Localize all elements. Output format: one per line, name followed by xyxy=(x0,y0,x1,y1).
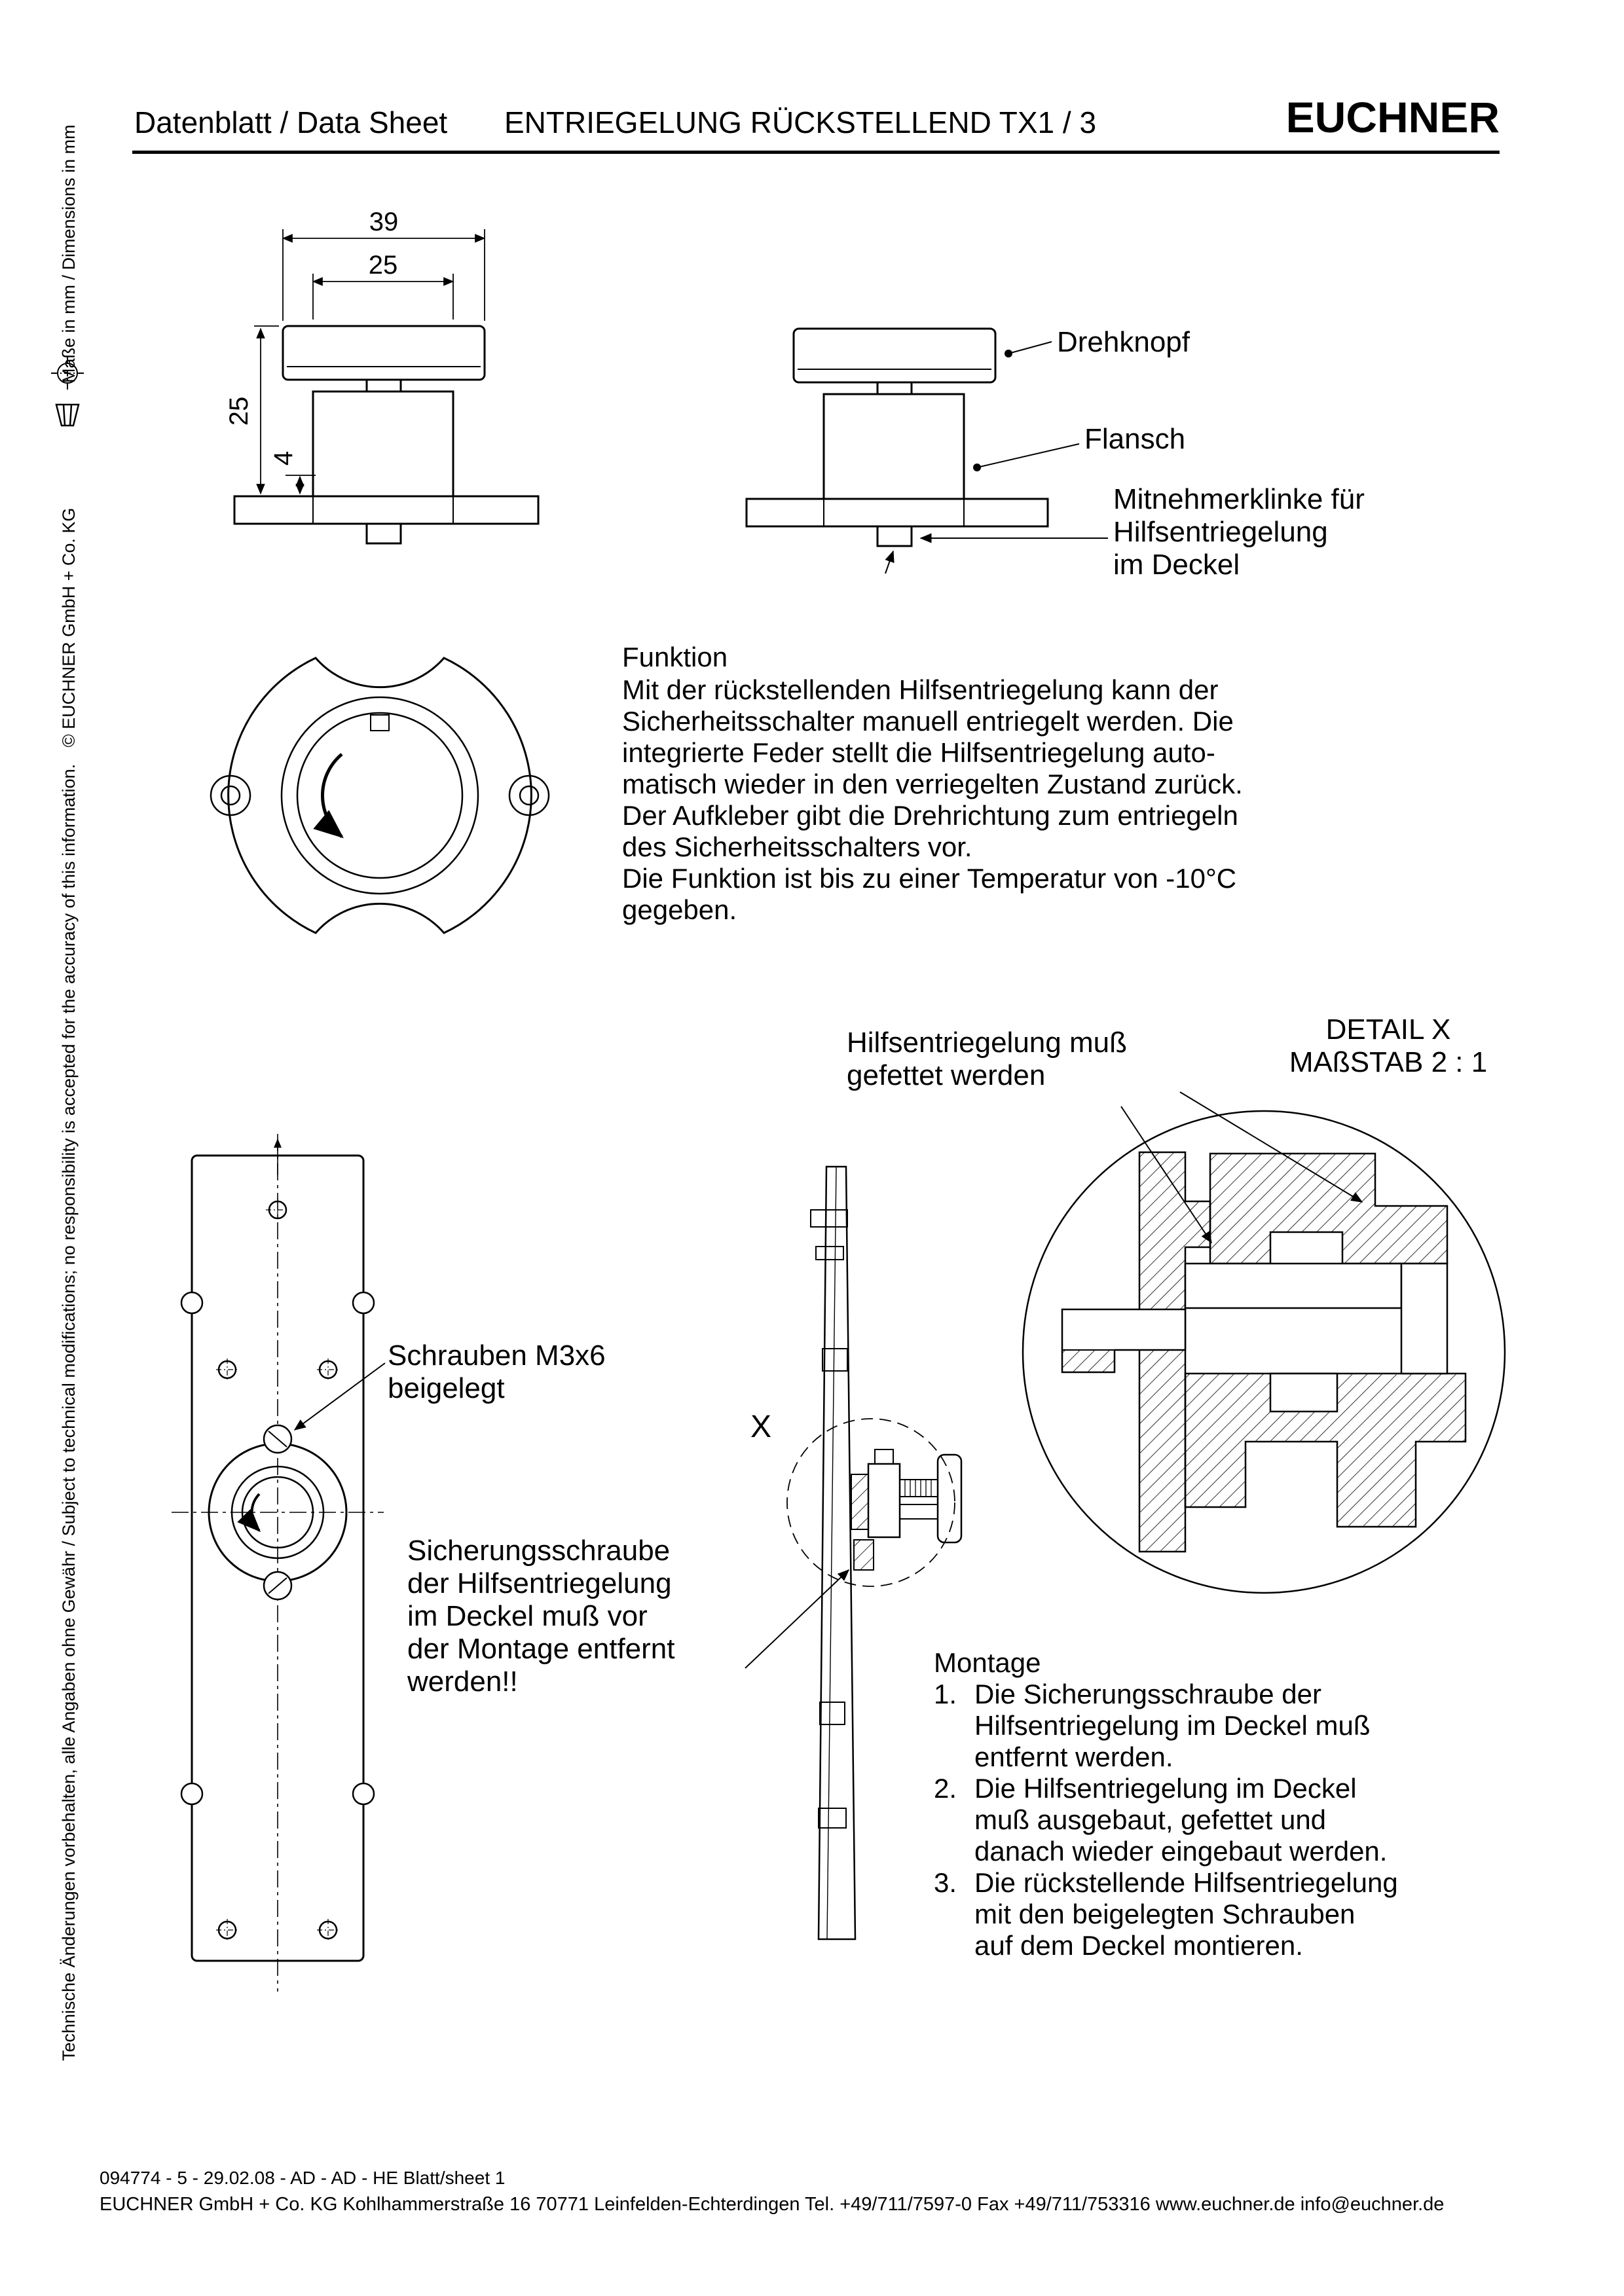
labeled-side-view xyxy=(745,327,1108,574)
locking-screw-note: Sicherungsschraube der Hilfsentriegelung… xyxy=(407,1535,674,1698)
label-line: Hilfsentriegelung xyxy=(1113,516,1328,548)
copyright-text: © EUCHNER GmbH + Co. KG xyxy=(59,507,79,748)
label-flansch: Flansch xyxy=(1084,423,1186,455)
funktion-line: Der Aufkleber gibt die Drehrichtung zum … xyxy=(622,800,1238,831)
cover-plate-view xyxy=(172,1134,386,1992)
montage-title: Montage xyxy=(934,1647,1041,1678)
screws-note: Schrauben M3x6 beigelegt xyxy=(388,1339,606,1405)
grease-note-line: Hilfsentriegelung muß xyxy=(847,1027,1127,1059)
montage-line: Die Hilfsentriegelung im Deckel xyxy=(974,1773,1357,1804)
montage-line: auf dem Deckel montieren. xyxy=(974,1930,1303,1961)
dim-flange: 4 xyxy=(269,451,298,465)
locking-screw-line: Sicherungsschraube xyxy=(407,1535,671,1567)
dim-width-inner: 25 xyxy=(369,251,398,280)
label-line: im Deckel xyxy=(1113,549,1240,581)
euchner-logo: EUCHNER xyxy=(1285,93,1500,141)
montage-item-number: 2. xyxy=(934,1773,957,1804)
detail-x-marker: X xyxy=(750,1410,772,1444)
footer-doc-info: 094774 - 5 - 29.02.08 - AD - AD - HE Bla… xyxy=(100,2168,506,2188)
footer-company-line: EUCHNER GmbH + Co. KG Kohlhammerstraße 1… xyxy=(100,2194,1445,2215)
detail-x-heading: DETAIL X MAßSTAB 2 : 1 xyxy=(1244,1013,1532,1079)
funktion-line: gegeben. xyxy=(622,894,737,925)
first-angle-projection-icon xyxy=(55,403,80,427)
funktion-line: des Sicherheitsschalters vor. xyxy=(622,831,972,862)
doc-type-title: Datenblatt / Data Sheet xyxy=(134,105,448,139)
screws-note-line: Schrauben M3x6 xyxy=(388,1339,606,1372)
funktion-line: integrierte Feder stellt die Hilfsentrie… xyxy=(622,737,1215,768)
montage-item-number: 3. xyxy=(934,1867,957,1898)
montage-item: 1. Die Sicherungsschraube der Hilfsentri… xyxy=(934,1679,1398,1773)
montage-item: 3. Die rückstellende Hilfsentriegelung m… xyxy=(934,1867,1398,1961)
label-drehknopf: Drehknopf xyxy=(1057,326,1190,358)
legal-text: Technische Änderungen vorbehalten, alle … xyxy=(59,763,79,2061)
montage-line: Die rückstellende Hilfsentriegelung xyxy=(974,1867,1398,1898)
montage-line: danach wieder eingebaut werden. xyxy=(974,1836,1388,1867)
grease-note: Hilfsentriegelung muß gefettet werden xyxy=(847,1027,1127,1092)
label-mitnehmerklinke: Mitnehmerklinke für Hilfsentriegelung im… xyxy=(1113,483,1365,581)
product-title: ENTRIEGELUNG RÜCKSTELLEND TX1 / 3 xyxy=(504,105,1097,139)
legal-note: Technische Änderungen vorbehalten, alle … xyxy=(59,508,79,2061)
dimensions-note: Maße in mm / Dimensions in mm xyxy=(59,124,79,383)
leader-lines xyxy=(885,341,1108,574)
funktion-line: matisch wieder in den verriegelten Zusta… xyxy=(622,769,1243,799)
locking-screw-line: werden!! xyxy=(407,1666,518,1698)
montage-item-number: 1. xyxy=(934,1679,957,1709)
header-rule xyxy=(132,151,1500,154)
funktion-line: Mit der rückstellenden Hilfsentriegelung… xyxy=(622,674,1219,705)
montage-line: Die Sicherungsschraube der xyxy=(974,1679,1321,1709)
montage-line: mit den beigelegten Schrauben xyxy=(974,1899,1356,1929)
grease-note-line: gefettet werden xyxy=(847,1059,1046,1091)
funktion-body: Mit der rückstellenden Hilfsentriegelung… xyxy=(622,674,1243,926)
montage-section: Montage 1. Die Sicherungsschraube der Hi… xyxy=(934,1647,1398,1961)
label-line: Mitnehmerklinke für xyxy=(1113,483,1365,515)
funktion-title: Funktion xyxy=(622,642,728,672)
locking-screw-line: der Montage entfernt xyxy=(407,1633,675,1665)
dim-width-outer: 39 xyxy=(369,208,399,236)
montage-line: muß ausgebaut, gefettet und xyxy=(974,1804,1327,1835)
dim-height: 25 xyxy=(225,397,253,426)
centermark-icon xyxy=(51,357,84,390)
montage-item: 2. Die Hilfsentriegelung im Deckel muß a… xyxy=(934,1773,1398,1867)
detail-scale: MAßSTAB 2 : 1 xyxy=(1289,1046,1488,1078)
detail-x-view xyxy=(1022,1091,1506,1594)
montage-line: Hilfsentriegelung im Deckel muß xyxy=(974,1710,1371,1741)
section-view xyxy=(745,1165,963,1941)
funktion-line: Sicherheitsschalter manuell entriegelt w… xyxy=(622,706,1234,737)
dimension-lines xyxy=(253,229,486,497)
funktion-line: Die Funktion ist bis zu einer Temperatur… xyxy=(622,863,1237,894)
locking-screw-line: der Hilfsentriegelung xyxy=(407,1567,672,1599)
detail-x-boundary xyxy=(786,1418,955,1587)
dimensioned-side-view: 39 25 25 4 xyxy=(225,208,540,545)
detail-title: DETAIL X xyxy=(1325,1013,1451,1046)
screws-note-line: beigelegt xyxy=(388,1372,505,1404)
locking-screw-line: im Deckel muß vor xyxy=(407,1600,648,1632)
montage-line: entfernt werden. xyxy=(974,1741,1173,1772)
front-view xyxy=(210,657,550,934)
